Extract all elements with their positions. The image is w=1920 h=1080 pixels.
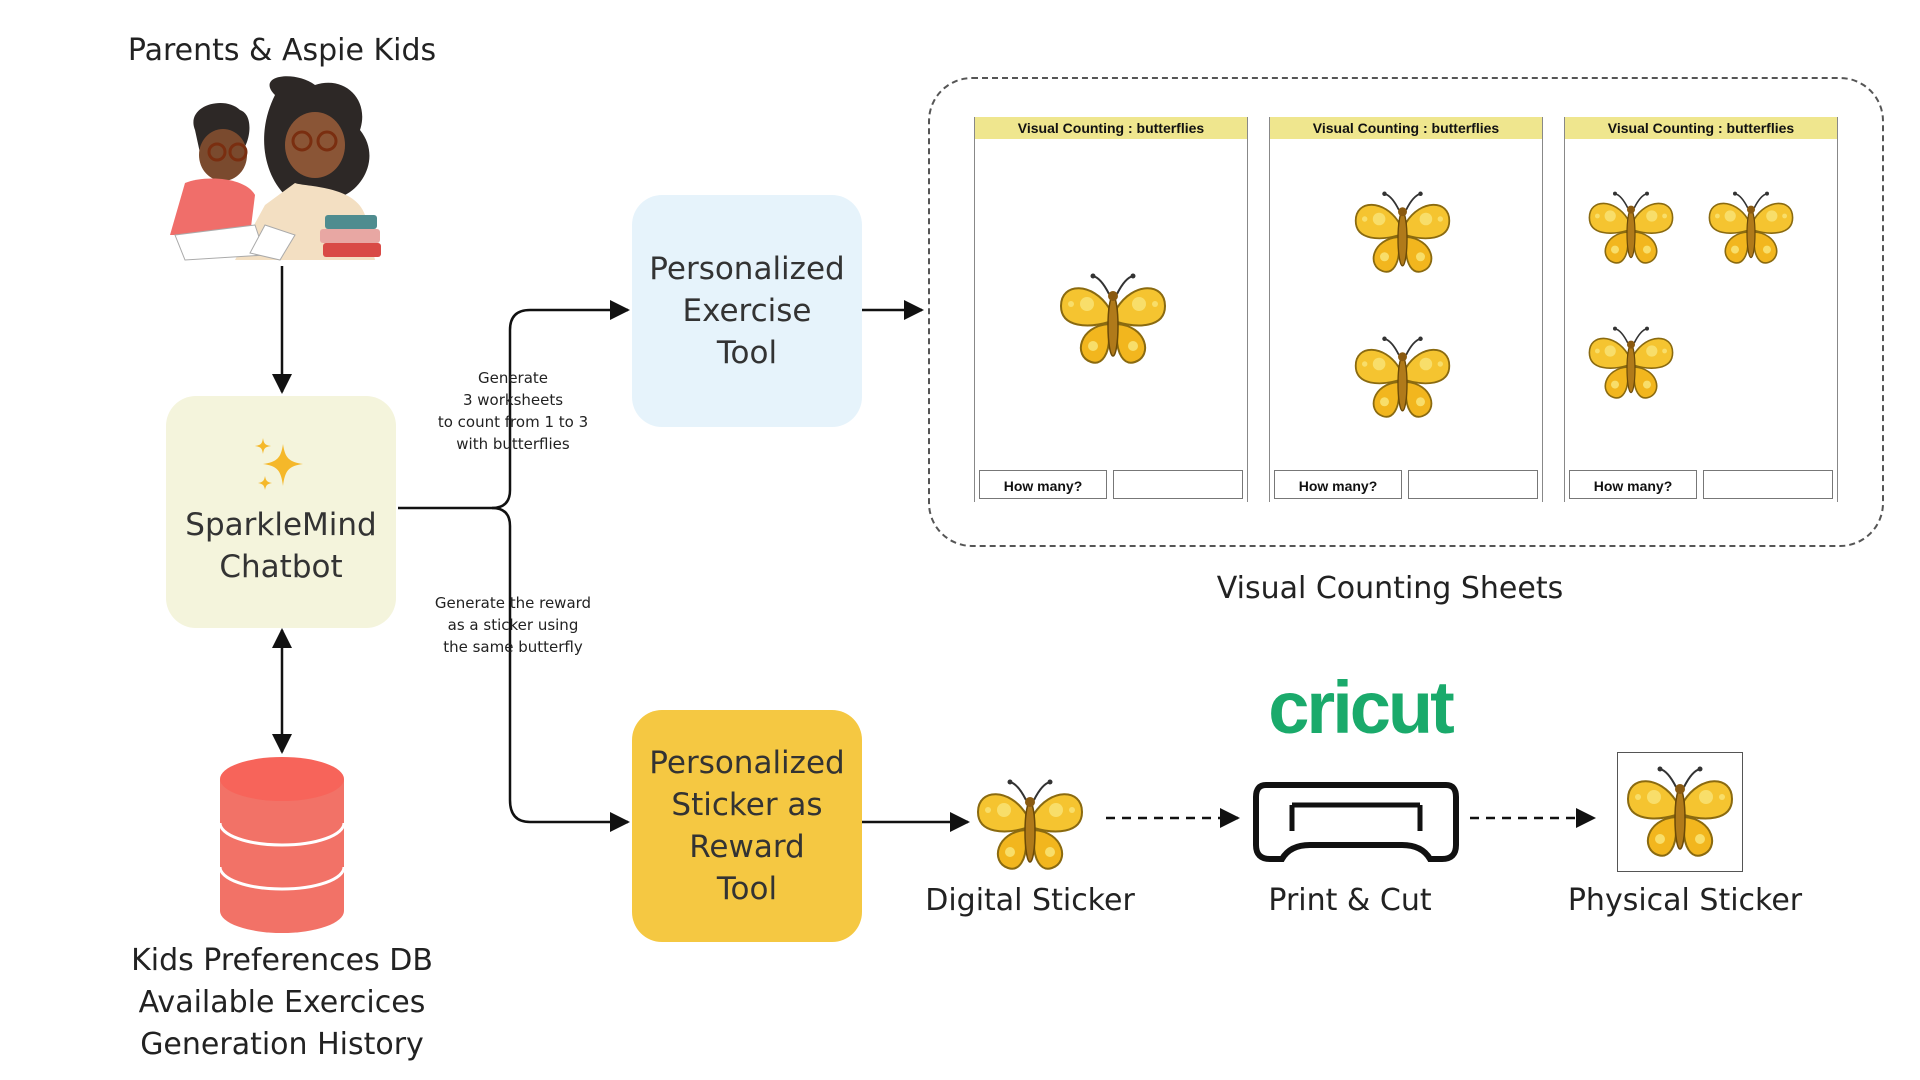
edge-line: the same butterfly [443,638,583,656]
edge-line: 3 worksheets [462,391,564,409]
worksheet-2: Visual Counting : butterflies How many? [1269,117,1543,502]
butterfly-icon [1354,335,1451,418]
digital-sticker-label: Digital Sticker [925,883,1135,918]
edge-line: Generate the reward [434,594,592,612]
db-line-exercises: Available Exercices [138,985,426,1020]
worksheet-1: Visual Counting : butterflies How many? [974,117,1248,502]
sticker-tool-node[interactable]: Personalized Sticker as Reward Tool [632,710,862,942]
sparkles-icon [255,438,303,490]
how-many-label: How many? [1569,470,1697,499]
butterfly-icon [1708,190,1794,264]
db-line-history: Generation History [140,1027,424,1062]
exercise-tool-node[interactable]: Personalized Exercise Tool [632,195,862,427]
exercise-tool-line: Exercise [682,293,812,329]
sticker-tool-line: Sticker as [671,787,823,823]
edge-line: Generate [477,369,549,387]
sheets-container [928,77,1884,547]
worksheet-title: Visual Counting : butterflies [975,117,1247,139]
cutting-machine-icon [1253,782,1459,862]
physical-sticker-label: Physical Sticker [1567,883,1803,918]
sticker-tool-line: Tool [716,871,778,907]
answer-field[interactable] [1703,470,1833,499]
edge-label-worksheets: Generate 3 worksheets to count from 1 to… [418,367,608,455]
cricut-logo: cricut [1268,666,1455,749]
butterfly-icon [1588,325,1674,399]
database-label: Kids Preferences DB Available Exercices … [90,940,474,1066]
chatbot-title: SparkleMind [185,507,377,543]
butterfly-icon [1060,272,1166,364]
edge-line: to count from 1 to 3 [437,413,589,431]
worksheet-title: Visual Counting : butterflies [1565,117,1837,139]
physical-sticker-card [1617,752,1743,872]
sticker-tool-line: Personalized [649,745,845,781]
digital-sticker-butterfly [977,778,1083,870]
print-cut-label: Print & Cut [1268,883,1432,918]
edge-label-reward: Generate the reward as a sticker using t… [418,592,608,658]
sheets-caption: Visual Counting Sheets [1216,571,1564,606]
butterfly-icon [1588,190,1674,264]
answer-field[interactable] [1113,470,1243,499]
how-many-label: How many? [1274,470,1402,499]
sticker-tool-line: Reward [689,829,805,865]
parent-child-illustration [170,76,381,261]
answer-field[interactable] [1408,470,1538,499]
chatbot-node[interactable]: SparkleMind Chatbot [166,396,396,628]
exercise-tool-line: Personalized [649,251,845,287]
parents-label: Parents & Aspie Kids [127,33,437,68]
butterfly-icon [1354,190,1451,273]
db-line-preferences: Kids Preferences DB [131,943,433,978]
exercise-tool-line: Tool [716,335,778,371]
database-icon [218,757,346,933]
chatbot-subtitle: Chatbot [219,549,343,585]
how-many-label: How many? [979,470,1107,499]
edge-line: as a sticker using [447,616,579,634]
butterfly-icon [1627,765,1733,857]
worksheet-title: Visual Counting : butterflies [1270,117,1542,139]
worksheet-3: Visual Counting : butterflies How many? [1564,117,1838,502]
edge-line: with butterflies [456,435,570,453]
